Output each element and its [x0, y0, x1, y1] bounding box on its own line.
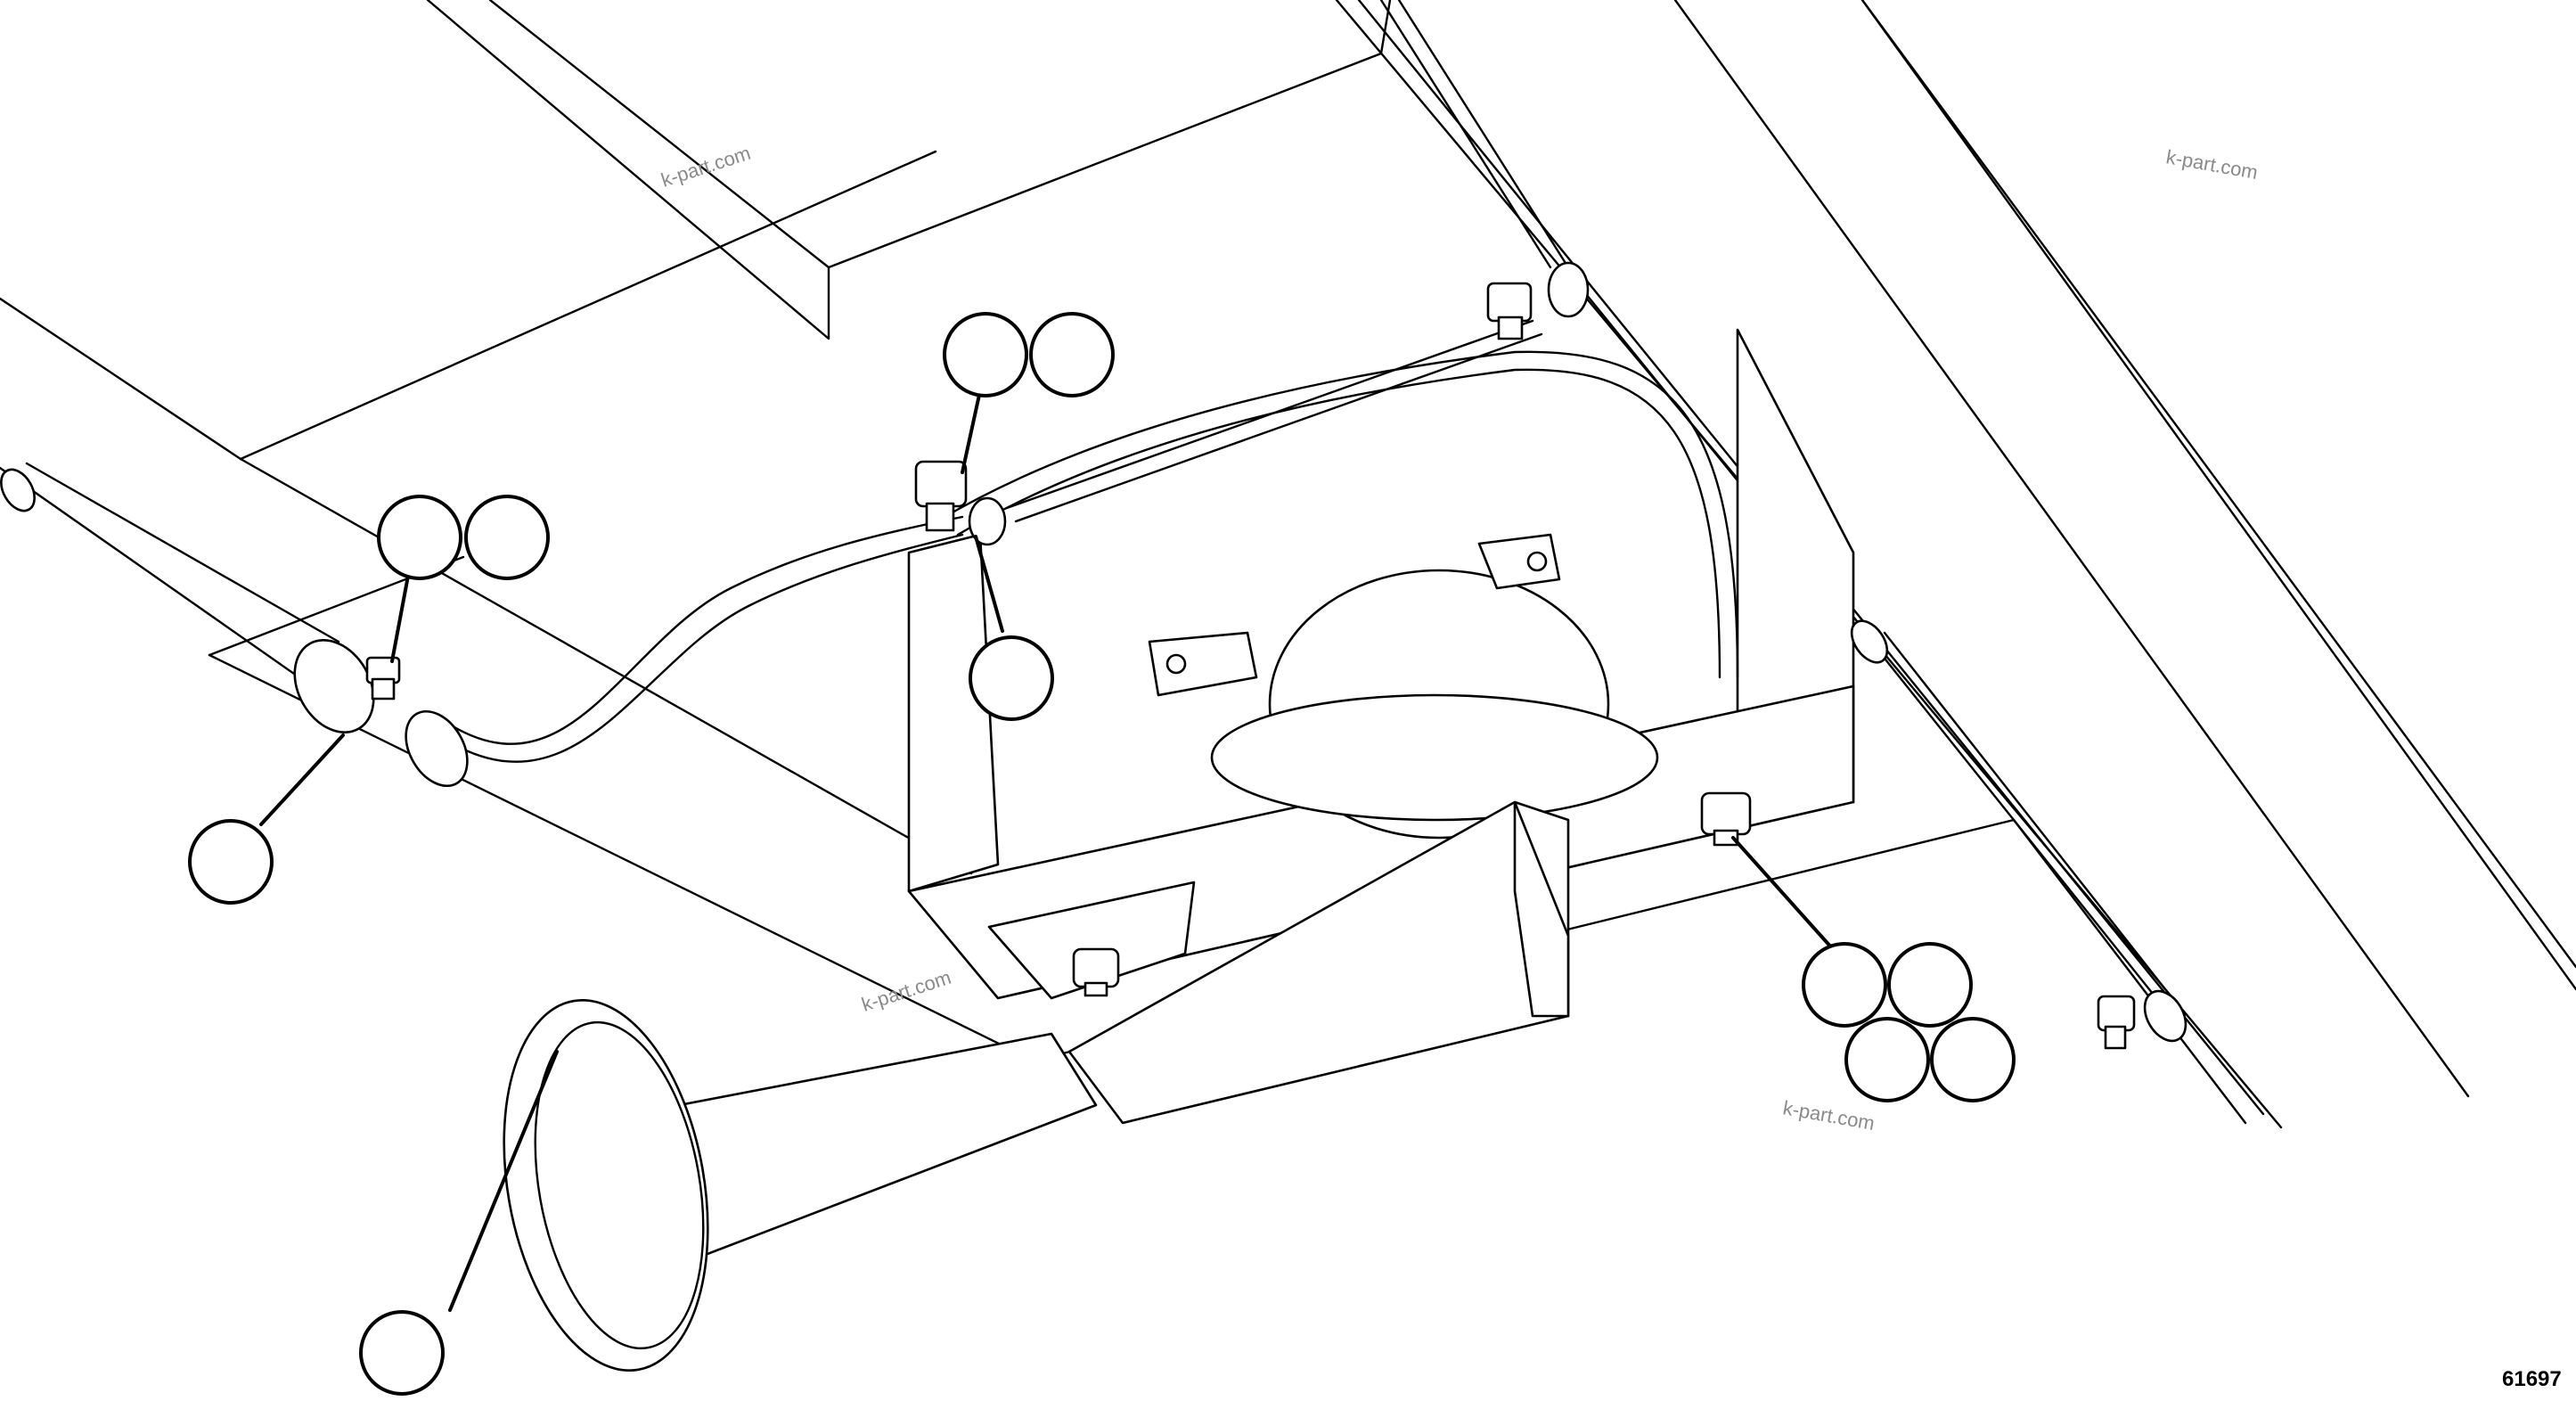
watermark-text: k-part.com [859, 966, 954, 1016]
center-nut-callout-b[interactable] [1029, 312, 1115, 397]
air-lines [0, 0, 2167, 1000]
bracket-nut-callout-d[interactable] [1930, 1017, 2016, 1102]
bracket-nut-callout-c[interactable] [1844, 1017, 1930, 1102]
watermark-text: k-part.com [658, 142, 754, 192]
left-nut-callout-a[interactable] [377, 495, 462, 580]
leader-lines [259, 393, 1835, 1312]
watermark-text: k-part.com [1781, 1096, 1877, 1135]
air-horn [503, 999, 1098, 1372]
left-nut-callout-b[interactable] [464, 495, 550, 580]
callouts [188, 312, 2016, 1396]
bracket-nut-callout-b[interactable] [1887, 942, 1973, 1028]
left-clamp-callout[interactable] [188, 819, 274, 905]
figure-number: 61697 [2502, 1367, 2562, 1391]
center-clamp-callout[interactable] [969, 635, 1054, 721]
center-nut-callout-a[interactable] [943, 312, 1028, 397]
fittings [293, 261, 2188, 1050]
bracket-nut-callout-a[interactable] [1802, 942, 1887, 1028]
horn-callout[interactable] [359, 1310, 445, 1396]
horn-bracket-assembly [907, 328, 1855, 1125]
watermark-text: k-part.com [2164, 145, 2260, 184]
